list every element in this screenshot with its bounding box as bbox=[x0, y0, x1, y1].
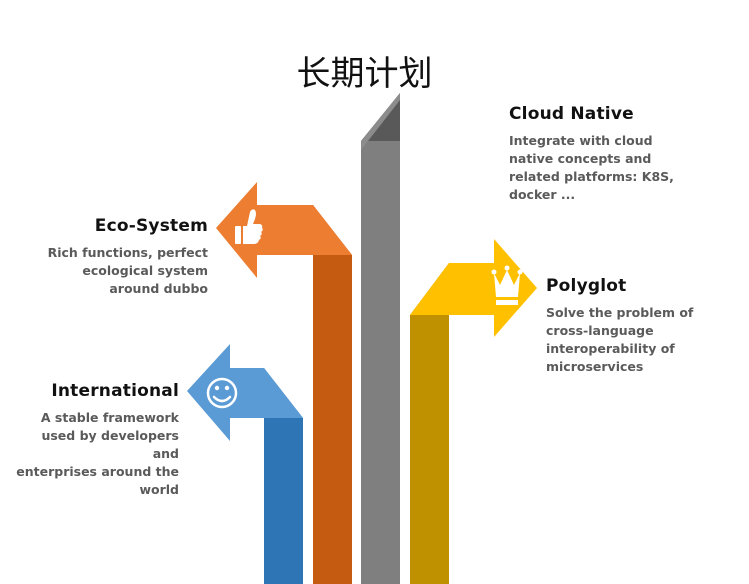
gold-column bbox=[410, 315, 449, 584]
gray-column-bevel bbox=[361, 93, 400, 150]
gold-arrow bbox=[410, 239, 537, 337]
thumbs-up-icon bbox=[235, 209, 263, 244]
cloud-native-heading: Cloud Native bbox=[509, 104, 634, 124]
international-text: A stable framework used by developers an… bbox=[16, 410, 179, 497]
eco-system-block: Eco-System Rich functions, perfect ecolo… bbox=[40, 216, 208, 298]
blue-arrow bbox=[187, 344, 303, 441]
blue-column bbox=[264, 418, 303, 584]
polyglot-block: Polyglot Solve the problem of cross-lang… bbox=[546, 276, 726, 376]
orange-column bbox=[313, 255, 352, 584]
polyglot-heading: Polyglot bbox=[546, 276, 627, 296]
eco-system-heading: Eco-System bbox=[94, 216, 208, 236]
orange-arrow bbox=[216, 182, 352, 278]
page-title: 长期计划 bbox=[296, 54, 433, 94]
international-heading: International bbox=[51, 381, 179, 401]
gray-column bbox=[361, 141, 400, 584]
eco-system-text: Rich functions, perfect ecological syste… bbox=[47, 245, 208, 296]
cloud-native-block: Cloud Native Integrate with cloud native… bbox=[509, 104, 709, 204]
polyglot-text: Solve the problem of cross-language inte… bbox=[546, 305, 694, 374]
crown-icon bbox=[491, 265, 523, 305]
international-block: International A stable framework used by… bbox=[14, 381, 179, 499]
smiley-icon bbox=[206, 377, 238, 409]
cloud-native-text: Integrate with cloud native concepts and… bbox=[509, 133, 674, 202]
